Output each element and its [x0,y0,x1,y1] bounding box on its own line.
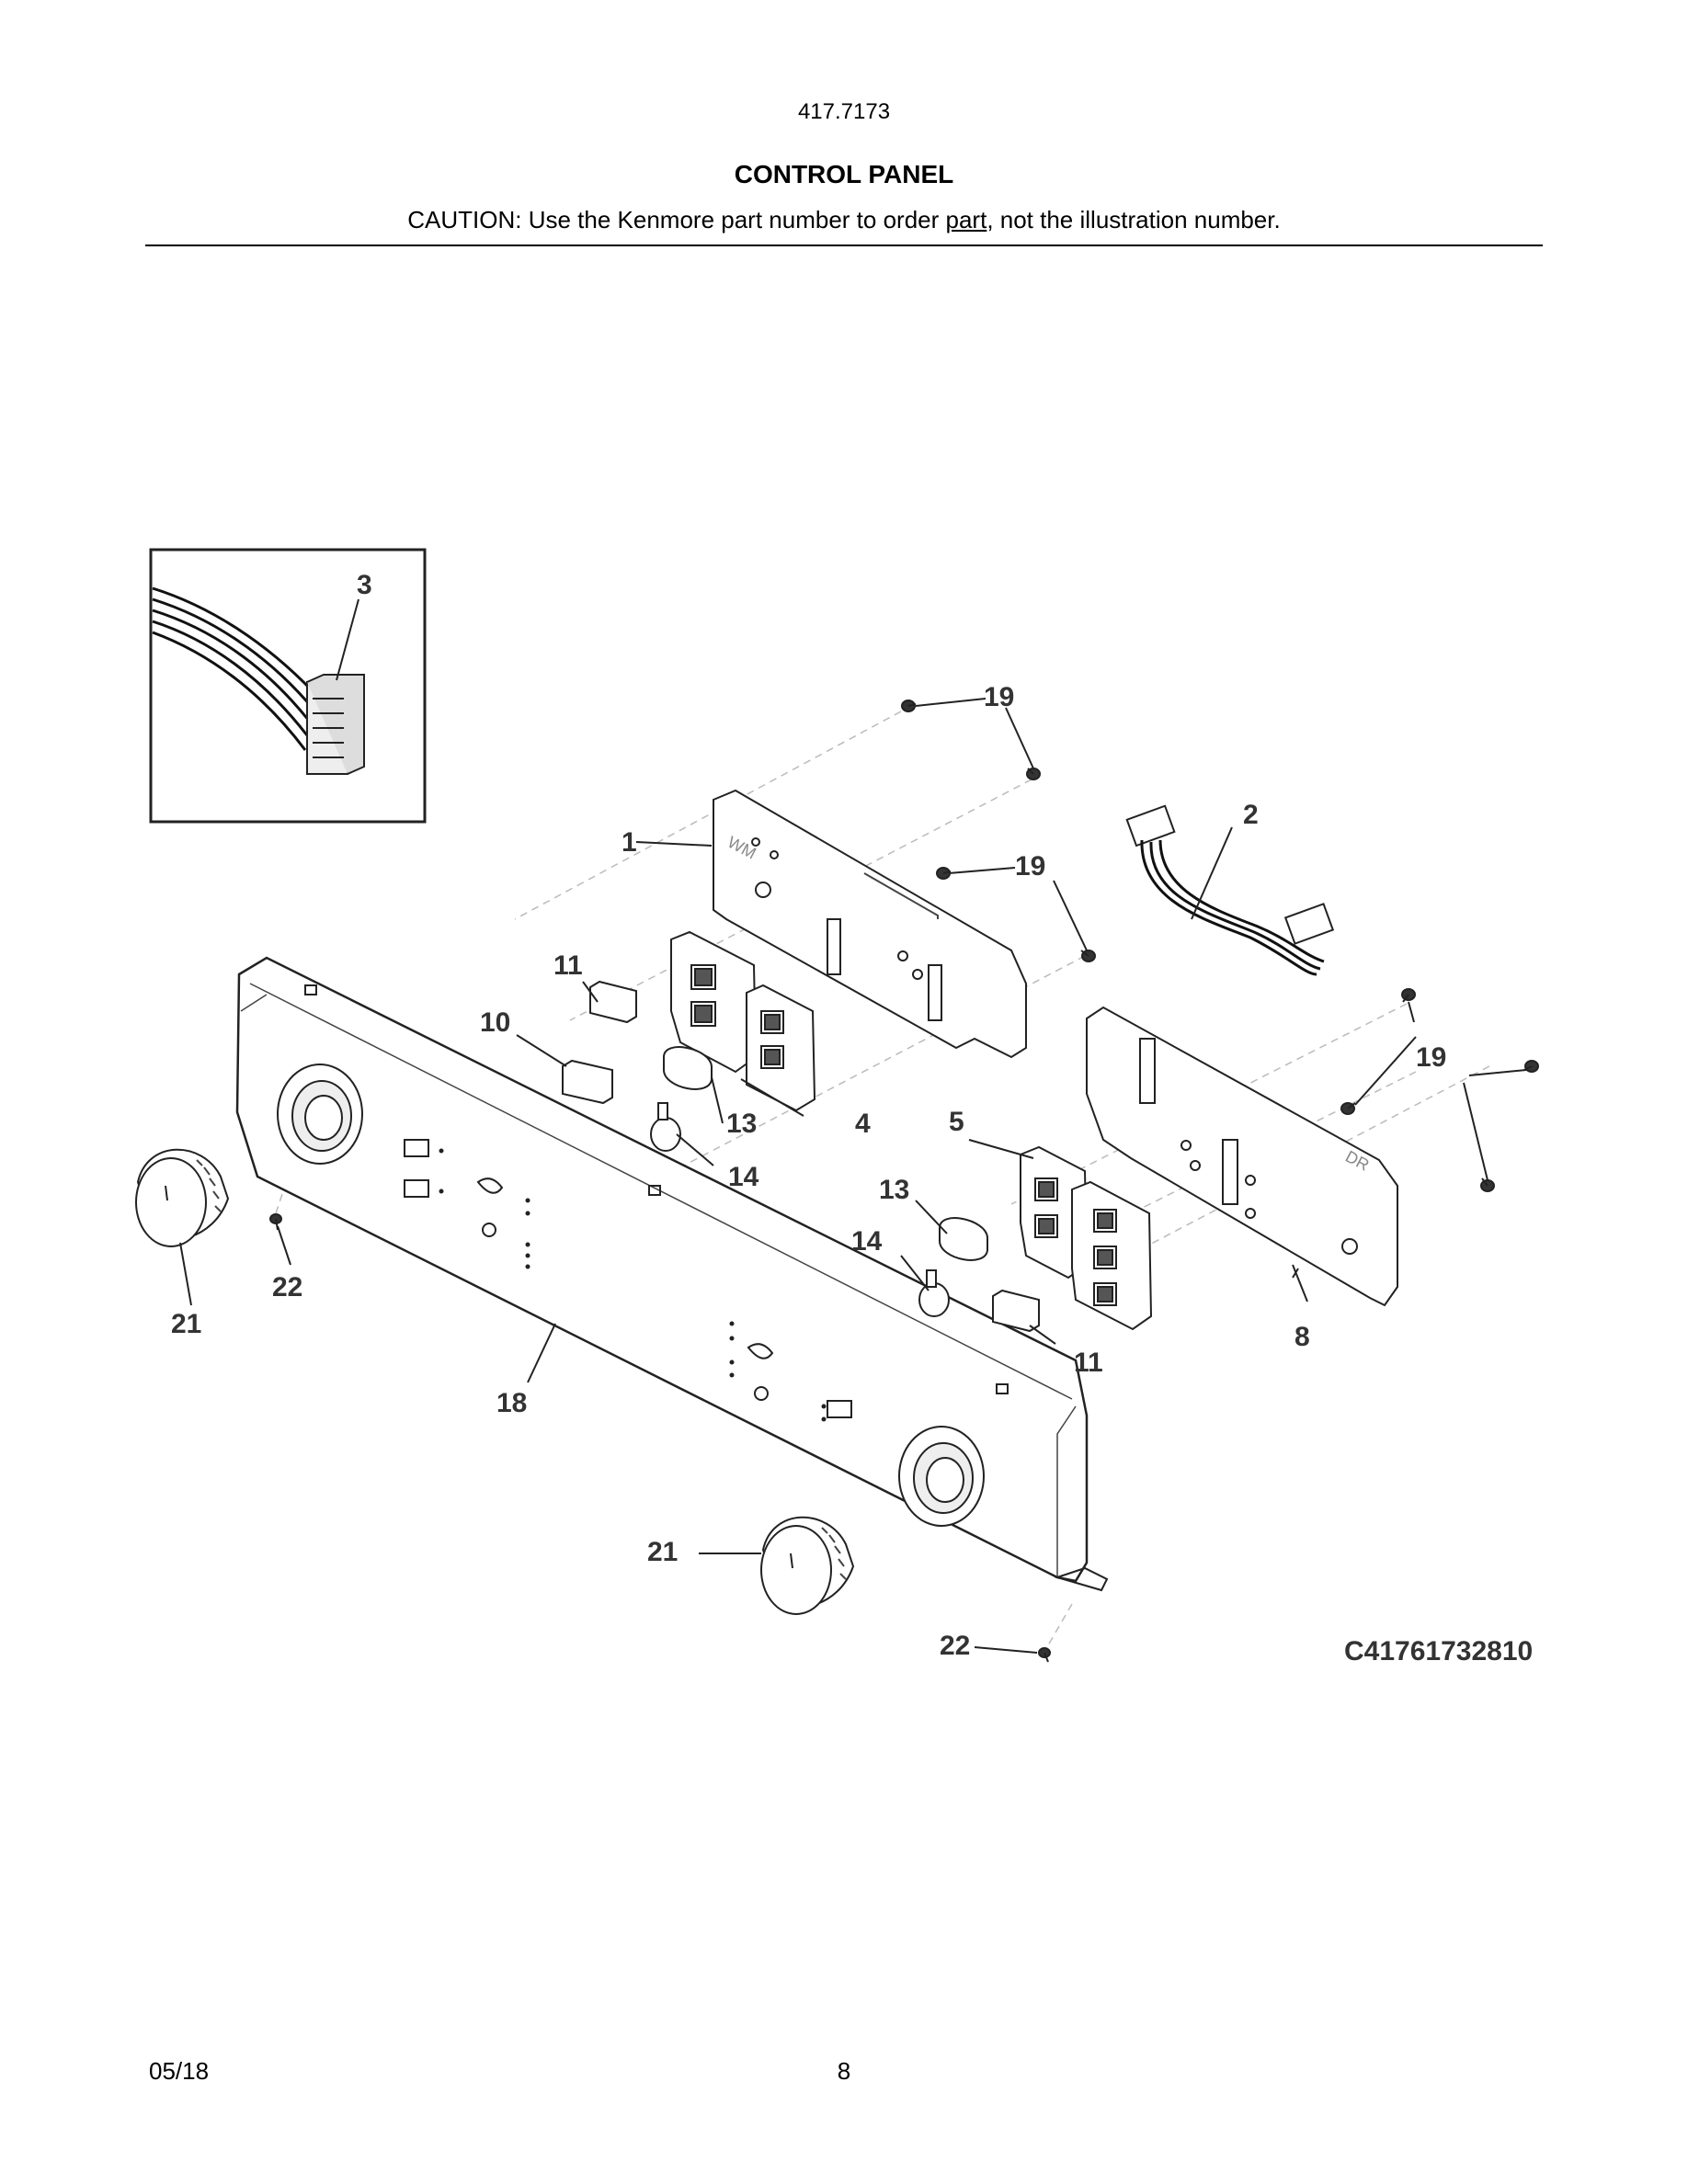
callout-21-right: 21 [647,1537,678,1567]
console-tab [648,1185,661,1196]
inset-box [149,548,427,824]
screw-left [269,1213,282,1231]
callout-11-left: 11 [553,950,583,981]
callout-19-top: 19 [984,682,1014,712]
wire-harness-connector-drawing [152,586,365,775]
button-window [404,1179,429,1198]
callout-14-left: 14 [728,1162,759,1192]
button-11-right [992,1289,1040,1333]
control-panel-console [235,956,1109,1592]
screws-19 [901,700,1539,1192]
console-clip [1054,1566,1109,1592]
callout-21-left: 21 [171,1309,201,1339]
callout-13-right: 13 [879,1175,909,1205]
caution-note: CAUTION: Use the Kenmore part number to … [0,206,1688,234]
callout-22-bottom: 22 [940,1631,970,1661]
button-window [827,1400,852,1418]
diagram-code: C41761732810 [1344,1636,1533,1666]
lamp-window [747,1343,774,1359]
callout-10: 10 [480,1007,510,1038]
console-tab [996,1383,1009,1394]
leader-lines [179,698,1527,1654]
page-title: CONTROL PANEL [734,160,954,188]
header-rule [145,245,1543,246]
callout-22-left: 22 [272,1272,302,1302]
right-knob [760,1516,855,1615]
button-14-right [918,1269,950,1317]
callout-11-right: 11 [1074,1348,1103,1378]
right-control-board: DR [1086,1006,1398,1307]
left-keypad-holder [670,930,816,1112]
callout-19-middle: 19 [1015,851,1045,882]
left-control-board: WM [713,789,1027,1059]
indicator-dots [439,1148,827,1422]
screw-bottom [1038,1647,1051,1663]
callout-18: 18 [496,1388,527,1418]
callout-14-right: 14 [851,1226,883,1257]
page-number: 8 [837,2057,851,2085]
callout-13-left: 13 [726,1109,757,1139]
button-11-left [589,980,637,1024]
indicator-hole [754,1386,769,1401]
console-tab [304,984,317,995]
callout-1: 1 [622,827,637,858]
left-dial-opening [277,1064,363,1165]
button-14-left [650,1102,681,1152]
footer-date: 05/18 [149,2057,210,2085]
lamp-window [476,1177,504,1194]
callout-4: 4 [855,1109,871,1139]
model-number: 417.7173 [797,99,891,124]
button-10 [562,1059,613,1105]
callout-3: 3 [357,570,372,600]
callout-19-right: 19 [1416,1042,1446,1073]
callout-labels: 1 2 3 4 5 8 10 11 11 13 13 14 14 18 19 1… [171,570,1446,1661]
callout-5: 5 [949,1107,964,1137]
callout-2: 2 [1243,800,1259,830]
callout-8: 8 [1295,1322,1310,1352]
right-keypad-holder [1020,1145,1153,1331]
indicator-hole [482,1223,496,1237]
caution-prefix: CAUTION: Use the Kenmore part number to … [407,206,946,233]
right-dial-opening [898,1426,985,1527]
left-knob [135,1148,230,1247]
caution-underlined-word: part [945,206,987,233]
button-window [404,1139,429,1157]
wire-harness [1125,804,1335,976]
caution-suffix: , not the illustration number. [987,206,1281,233]
button-13-right [939,1217,988,1261]
